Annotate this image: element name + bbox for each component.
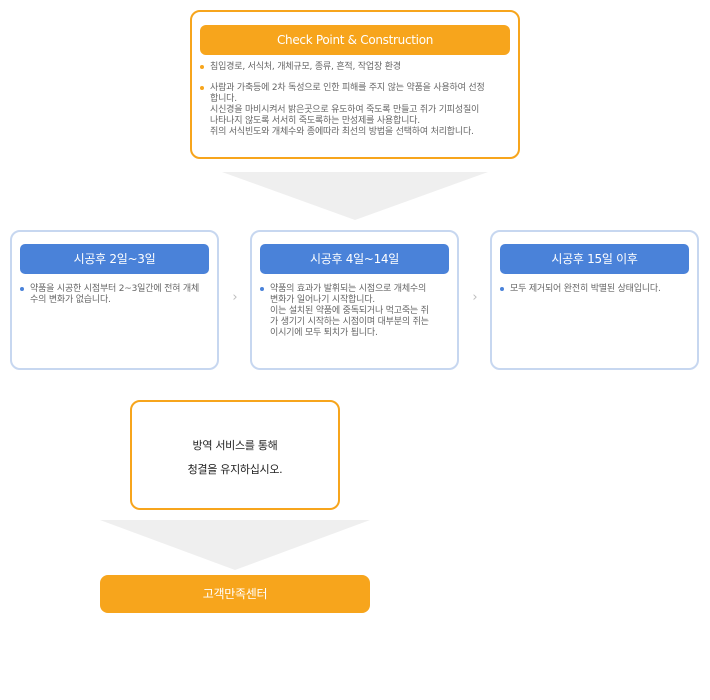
bullet-dot-icon (200, 65, 204, 69)
checkpoint-bullet-1-line-1: 침입경로, 서식처, 개체규모, 종류, 흔적, 작업장 환경 (210, 62, 401, 72)
stage-2-line-3: 이는 설치된 약품에 중독되거나 먹고죽는 쥐 (270, 306, 429, 316)
stage-body-3: 모두 제거되어 완전히 박멸된 상태입니다. (500, 284, 693, 302)
stage-1-line-2: 수의 변화가 없습니다. (30, 295, 111, 305)
stage-title-1: 시공후 2일~3일 (20, 244, 209, 274)
stage-title-3: 시공후 15일 이후 (500, 244, 689, 274)
checkpoint-bullet-2-line-3: 시신경을 마비시켜서 밝은곳으로 유도하여 죽도록 만들고 쥐가 기피성질이 (210, 105, 480, 115)
bullet-dot-icon (260, 287, 264, 291)
bullet-dot-icon (500, 287, 504, 291)
service-message-line-2: 청결을 유지하십시오. (187, 463, 283, 476)
stage-2-line-1: 약품의 효과가 발휘되는 시점으로 개체수의 (270, 284, 427, 294)
checkpoint-bullet-1: 침입경로, 서식처, 개체규모, 종류, 흔적, 작업장 환경 (200, 62, 516, 73)
checkpoint-bullet-2: 사람과 가축등에 2차 독성으로 인한 피해를 주지 않는 약품을 사용하여 선… (200, 83, 516, 138)
stage-body-1: 약품을 시공한 시점부터 2~3일간에 전혀 개체 수의 변화가 없습니다. (20, 284, 213, 313)
stage-3-line-1: 모두 제거되어 완전히 박멸된 상태입니다. (510, 284, 661, 294)
stage-2-line-4: 가 생기기 시작하는 시점이며 대부분의 쥐는 (270, 317, 429, 327)
service-message-panel (130, 400, 340, 510)
checkpoint-title: Check Point & Construction (200, 25, 510, 55)
checkpoint-bullet-2-line-4: 나타나지 않도록 서서히 죽도록하는 만성제를 사용합니다. (210, 116, 420, 126)
stage-bullet: 약품의 효과가 발휘되는 시점으로 개체수의 변화가 일어나기 시작합니다. 이… (260, 284, 453, 339)
stage-bullet: 모두 제거되어 완전히 박멸된 상태입니다. (500, 284, 693, 295)
bullet-dot-icon (20, 287, 24, 291)
checkpoint-bullet-2-line-2: 합니다. (210, 94, 237, 104)
funnel-arrow-icon (100, 520, 370, 570)
funnel-arrow-icon (222, 172, 488, 220)
chevron-right-icon: › (472, 290, 478, 305)
stage-title-2: 시공후 4일~14일 (260, 244, 449, 274)
checkpoint-bullets: 침입경로, 서식처, 개체규모, 종류, 흔적, 작업장 환경 사람과 가축등에… (200, 62, 516, 145)
stage-2-line-2: 변화가 일어나기 시작합니다. (270, 295, 375, 305)
stage-body-2: 약품의 효과가 발휘되는 시점으로 개체수의 변화가 일어나기 시작합니다. 이… (260, 284, 453, 346)
bullet-dot-icon (200, 86, 204, 90)
service-message-line-1: 방역 서비스를 통해 (192, 439, 278, 452)
stage-2-line-5: 이시기에 모두 퇴치가 됩니다. (270, 328, 378, 338)
chevron-right-icon: › (232, 290, 238, 305)
checkpoint-bullet-2-line-5: 쥐의 서식빈도와 개체수와 종에따라 최선의 방법을 선택하여 처리합니다. (210, 127, 474, 137)
stage-bullet: 약품을 시공한 시점부터 2~3일간에 전혀 개체 수의 변화가 없습니다. (20, 284, 213, 306)
customer-center-button[interactable]: 고객만족센터 (100, 575, 370, 613)
checkpoint-bullet-2-line-1: 사람과 가축등에 2차 독성으로 인한 피해를 주지 않는 약품을 사용하여 선… (210, 83, 485, 93)
stage-1-line-1: 약품을 시공한 시점부터 2~3일간에 전혀 개체 (30, 284, 200, 294)
service-message: 방역 서비스를 통해 청결을 유지하십시오. (132, 434, 338, 482)
